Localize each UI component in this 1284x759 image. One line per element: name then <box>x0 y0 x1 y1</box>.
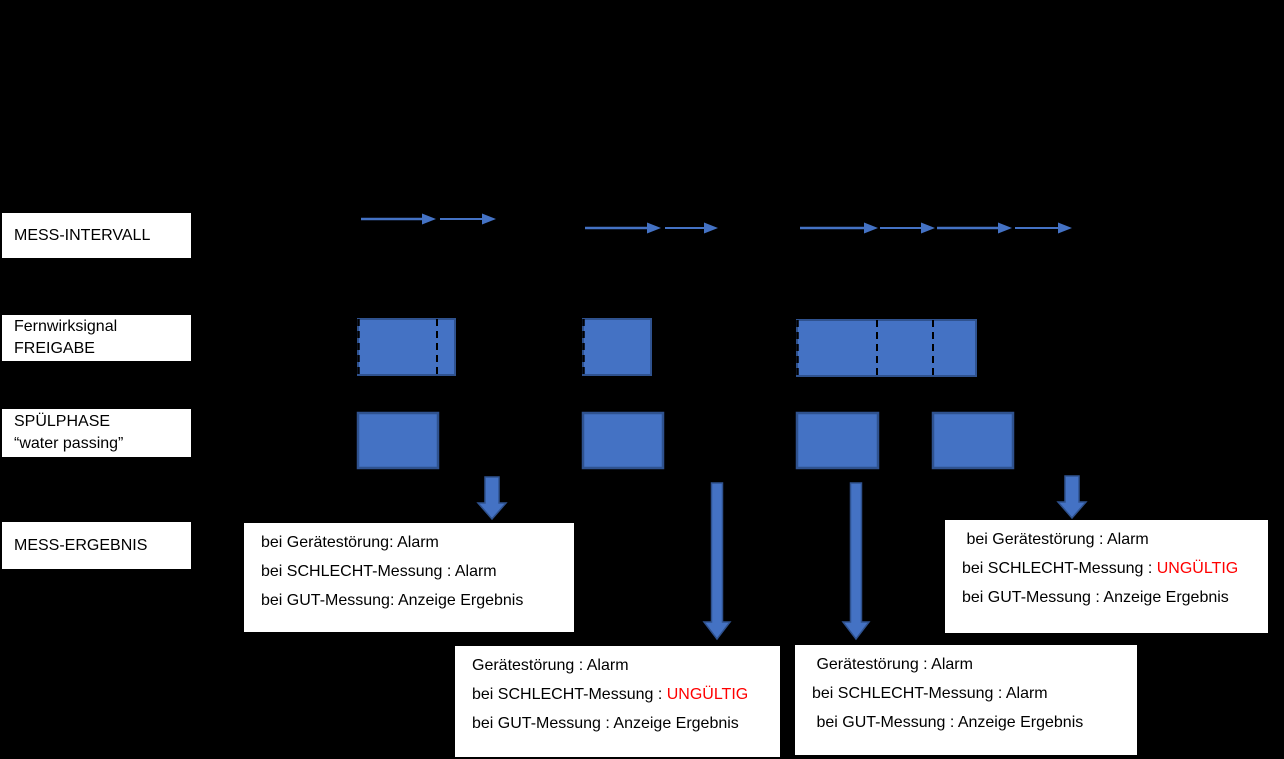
freigabe-block-2 <box>582 318 652 376</box>
down-arrow-icon <box>1056 475 1088 520</box>
result-line: Gerätestörung : Alarm <box>812 656 973 673</box>
result-line: bei SCHLECHT-Messung : Alarm <box>261 563 497 580</box>
down-arrow-icon <box>476 476 508 521</box>
row-label-mess-ergebnis: MESS-ERGEBNIS <box>1 521 192 570</box>
row-label-text: SPÜLPHASE <box>14 413 111 430</box>
interval-arrow-icon <box>585 222 661 234</box>
result-line: bei Gerätestörung: Alarm <box>261 534 439 551</box>
row-label-text: FREIGABE <box>14 340 95 357</box>
result-box-1: bei Gerätestörung: Alarm bei SCHLECHT-Me… <box>244 523 574 632</box>
down-arrow-icon <box>841 482 871 641</box>
result-box-3: Gerätestörung : Alarm bei SCHLECHT-Messu… <box>795 645 1137 755</box>
interval-arrow-icon <box>800 222 878 234</box>
result-line: Gerätestörung : Alarm <box>472 657 629 674</box>
freigabe-block-1 <box>357 318 456 376</box>
result-line: bei GUT-Messung : Anzeige Ergebnis <box>812 714 1084 731</box>
result-line: bei SCHLECHT-Messung : UNGÜLTIG <box>962 560 1239 577</box>
result-line: bei Gerätestörung : Alarm <box>962 531 1149 548</box>
spuelphase-block-2 <box>581 411 665 470</box>
result-box-2: Gerätestörung : Alarm bei SCHLECHT-Messu… <box>455 646 780 757</box>
row-label-text: MESS-ERGEBNIS <box>14 536 148 554</box>
freigabe-block-3 <box>796 319 977 377</box>
result-line: bei SCHLECHT-Messung : UNGÜLTIG <box>472 686 749 703</box>
interval-arrow-icon <box>937 222 1012 234</box>
spuelphase-block-1 <box>356 411 440 470</box>
interval-arrow-icon <box>361 213 436 225</box>
row-label-mess-intervall: MESS-INTERVALL <box>1 212 192 259</box>
interval-arrow-icon <box>665 222 718 234</box>
result-box-4: bei Gerätestörung : Alarm bei SCHLECHT-M… <box>945 520 1268 633</box>
ungueltig-alert-text: UNGÜLTIG <box>666 686 749 703</box>
row-label-text: Fernwirksignal <box>14 318 118 335</box>
down-arrow-icon <box>702 482 732 641</box>
result-line: bei GUT-Messung : Anzeige Ergebnis <box>472 715 739 732</box>
ungueltig-alert-text: UNGÜLTIG <box>1156 560 1239 577</box>
row-label-spuelphase: SPÜLPHASE “water passing” <box>1 408 192 458</box>
row-label-fernwirksignal-freigabe: Fernwirksignal FREIGABE <box>1 314 192 362</box>
interval-arrow-icon <box>880 222 935 234</box>
result-line: bei SCHLECHT-Messung : Alarm <box>812 685 1048 702</box>
spuelphase-block-3 <box>795 411 880 470</box>
row-label-text: MESS-INTERVALL <box>14 226 151 244</box>
result-line: bei GUT-Messung : Anzeige Ergebnis <box>962 589 1229 606</box>
interval-arrow-icon <box>440 213 496 225</box>
result-line: bei GUT-Messung: Anzeige Ergebnis <box>261 592 524 609</box>
interval-arrow-icon <box>1015 222 1072 234</box>
row-label-text: “water passing” <box>14 435 124 452</box>
spuelphase-block-4 <box>931 411 1015 470</box>
